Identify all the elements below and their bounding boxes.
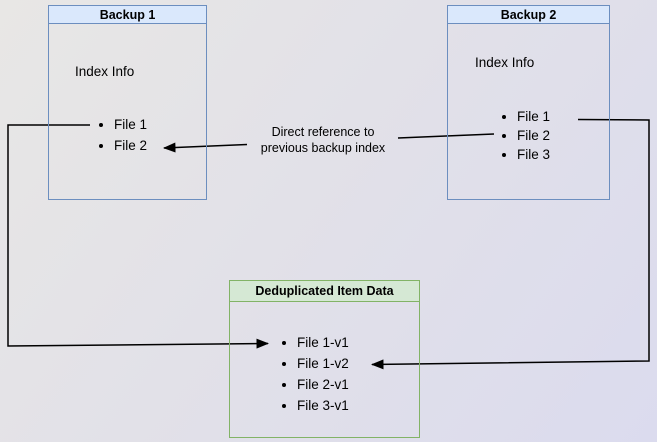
backup2-box: Backup 2 xyxy=(447,5,610,200)
backup2-title: Backup 2 xyxy=(448,6,609,24)
list-item: File 2-v1 xyxy=(297,374,349,395)
deduplicated-item-data-box: Deduplicated Item Data xyxy=(229,280,420,438)
backup1-box: Backup 1 xyxy=(48,5,207,200)
list-item: File 3 xyxy=(517,145,550,164)
dedup-title: Deduplicated Item Data xyxy=(230,281,419,302)
dedup-item-list: File 1-v1 File 1-v2 File 2-v1 File 3-v1 xyxy=(283,332,349,416)
backup1-index-info-label: Index Info xyxy=(75,64,135,79)
list-item: File 1 xyxy=(517,107,550,126)
list-item: File 2 xyxy=(114,135,147,156)
backup2-file-list: File 1 File 2 File 3 xyxy=(503,107,550,164)
backup1-title: Backup 1 xyxy=(49,6,206,24)
backup1-file-list: File 1 File 2 xyxy=(100,114,147,156)
backup2-index-info-label: Index Info xyxy=(475,55,535,70)
list-item: File 1 xyxy=(114,114,147,135)
annotation-line-2: previous backup index xyxy=(260,141,386,155)
annotation-line-1: Direct reference to xyxy=(271,125,375,139)
edge-annotation-label: Direct reference to previous backup inde… xyxy=(242,124,404,156)
list-item: File 2 xyxy=(517,126,550,145)
list-item: File 3-v1 xyxy=(297,395,349,416)
list-item: File 1-v1 xyxy=(297,332,349,353)
list-item: File 1-v2 xyxy=(297,353,349,374)
